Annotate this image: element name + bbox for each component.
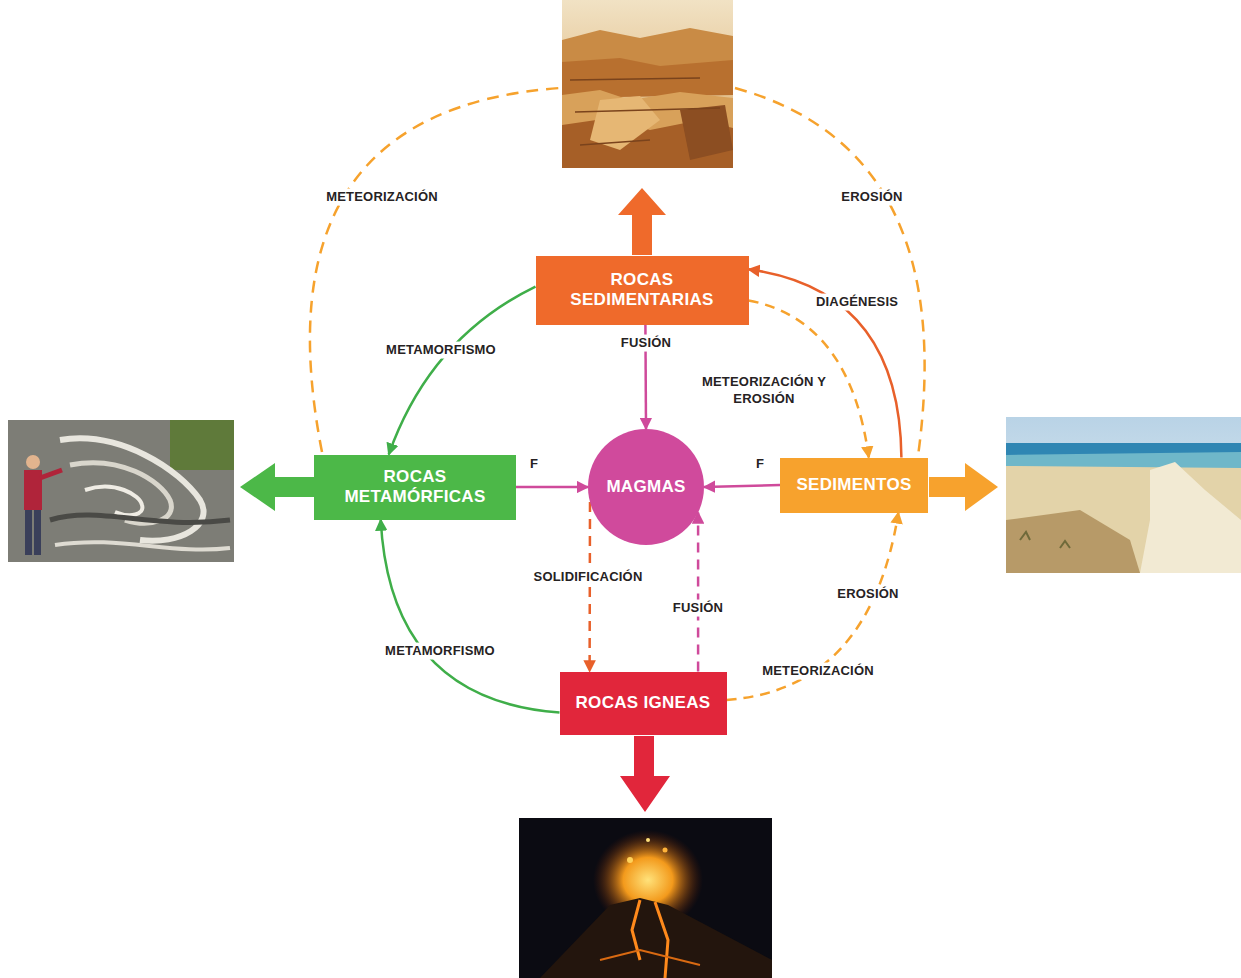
process-label: F [527,456,541,473]
process-label: METAMORFISMO [383,342,499,359]
volcano-photo-part [627,857,633,863]
arrow-to-beach [929,463,998,511]
cycle-arrow [588,502,591,672]
process-label: EROSIÓN [834,586,901,603]
process-label: DIAGÉNESIS [813,294,901,311]
process-label: METEORIZACIÓN [323,189,441,206]
folded-rock-photo-part [85,487,142,515]
igneous-box: ROCAS IGNEAS [560,672,727,735]
cycle-arrow [727,513,899,700]
canyon-photo-part [680,105,733,160]
beach-photo-part [1006,510,1140,573]
canyon-photo-part [562,0,733,168]
beach-photo-part [1140,462,1241,573]
node-text: MAGMAS [606,477,685,497]
cycle-arrow [389,287,536,455]
folded-rock-photo [8,420,234,562]
beach-photo [1006,417,1241,573]
weathering-arc [310,88,560,452]
volcano-photo [519,818,772,978]
node-text: ROCAS SEDIMENTARIAS [546,270,739,311]
cycle-arrow [749,269,902,457]
canyon-photo [562,0,733,168]
volcano-photo-part [519,818,772,978]
arrow-to-volcano [620,736,670,812]
volcano-photo-part [540,898,772,978]
folded-rock-photo-part [26,455,40,469]
circle-fill [588,429,704,545]
node-text: ROCAS IGNEAS [576,693,711,713]
cycle-arrow [516,486,588,489]
process-label: FUSIÓN [618,335,674,352]
arrow-to-folded-rock [240,463,314,511]
folded-rock-photo-part [55,542,230,549]
folded-rock-photo-part [25,510,32,555]
process-label: FUSIÓN [670,600,726,617]
volcano-photo-part [663,848,668,853]
outer-cycle [310,88,925,456]
sediment-box: SEDIMENTOS [780,458,928,513]
photo-arrows [240,188,998,812]
process-label: METEORIZACIÓN Y EROSIÓN [697,374,831,408]
metamorphic-box: ROCAS METAMÓRFICAS [314,455,516,520]
folded-rock-photo-part [50,515,230,522]
sedimentary-box: ROCAS SEDIMENTARIAS [536,256,749,325]
process-label: METEORIZACIÓN [759,663,877,680]
cycle-arrow [381,520,560,713]
magma-circle: MAGMAS [588,429,704,545]
process-label: METAMORFISMO [382,643,498,660]
cycle-arrow [697,512,700,671]
volcano-photo-part [600,950,700,965]
folded-rock-photo-part [170,420,234,470]
beach-photo-part [1020,532,1070,548]
canyon-photo-part [570,78,720,145]
folded-rock-photo-part [8,420,234,562]
process-label: F [753,456,767,473]
folded-rock-photo-part [34,510,41,555]
process-label: SOLIDIFICACIÓN [531,569,646,586]
arrow-to-canyon [618,188,666,255]
cycle-arrow [704,485,780,487]
beach-photo-part [1006,417,1241,573]
folded-rock-photo-part [40,470,62,478]
node-text: ROCAS METAMÓRFICAS [324,467,506,508]
volcano-photo-part [632,900,668,978]
process-label: EROSIÓN [838,189,905,206]
node-text: SEDIMENTOS [796,475,911,495]
volcano-photo-part [646,838,650,842]
folded-rock-photo-part [60,438,204,540]
